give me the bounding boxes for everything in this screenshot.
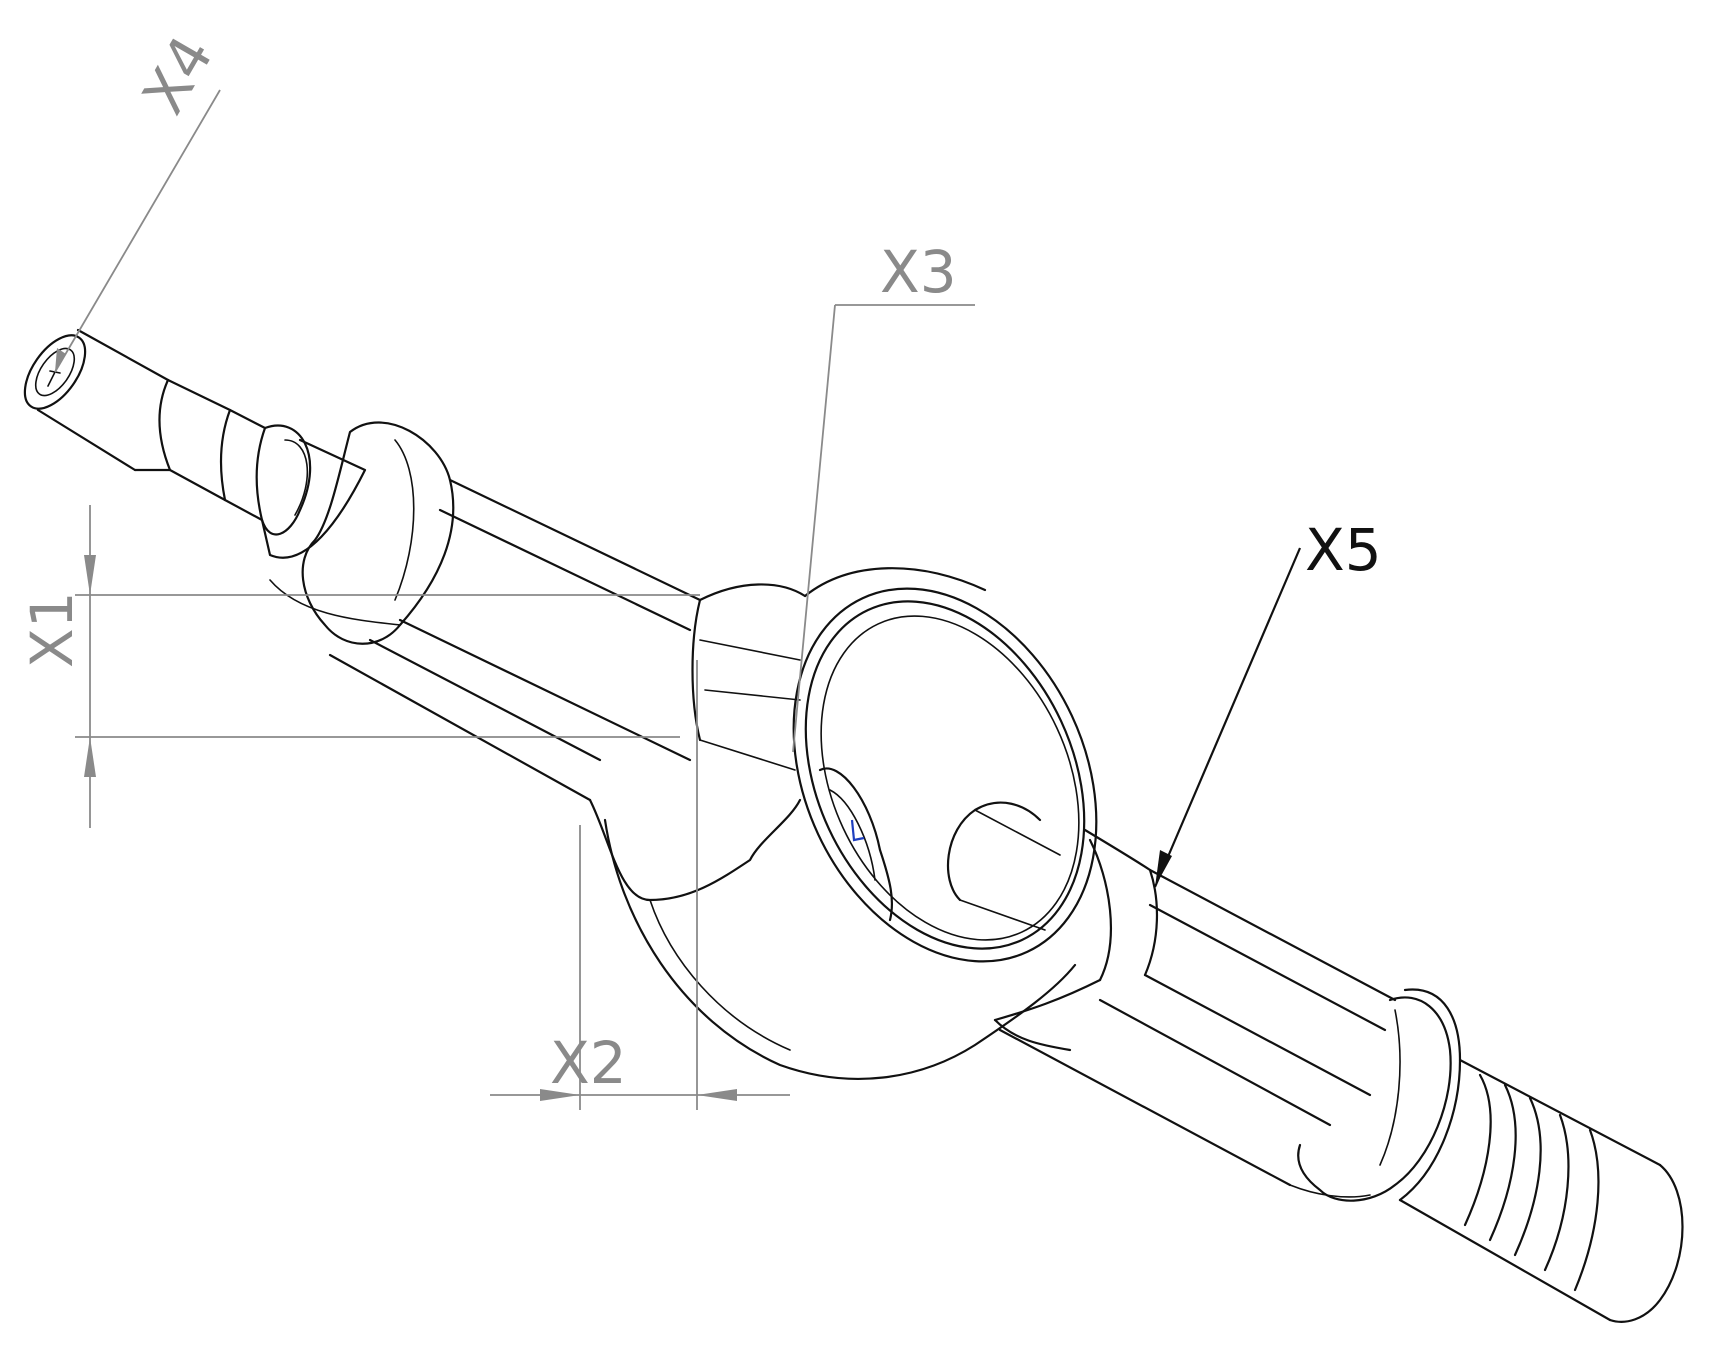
- hub-outer-ring: [792, 587, 1098, 963]
- right-body-mid-edge-2: [1098, 998, 1332, 1127]
- left-collar-face: [269, 579, 401, 626]
- hub-outer-body-right: [1088, 838, 1113, 982]
- dimension-x2: [490, 660, 790, 1110]
- left-body-top-edge: [448, 478, 702, 602]
- leader-x3: [792, 304, 975, 753]
- left-body-mid-edge-3: [398, 618, 692, 762]
- left-collar-inner: [394, 439, 415, 601]
- x1-arrow-top: [84, 555, 96, 595]
- left-body-mid-edge-1: [438, 508, 692, 632]
- hub-inner-ring-1: [804, 600, 1086, 950]
- cavity-left-wall-inner: [829, 789, 876, 881]
- x5-leader-line: [1153, 547, 1302, 888]
- hub-inner-ring-2: [820, 615, 1080, 941]
- hub-lower-inner: [649, 899, 791, 1051]
- label-x4: X4: [129, 25, 226, 125]
- hub-lower-sphere: [603, 818, 1077, 1080]
- left-neck-inner-2: [704, 689, 801, 701]
- x2-arrow-right: [697, 1089, 737, 1101]
- right-collar-face: [1289, 1184, 1371, 1198]
- right-shaft-step-2: [1488, 1083, 1517, 1242]
- right-neck-face: [1143, 868, 1159, 977]
- x2-arrow-left: [540, 1089, 580, 1101]
- left-neck-fillet-top: [698, 583, 807, 602]
- left-groove-inner: [284, 439, 309, 516]
- cavity-bore-edge-1: [974, 809, 1061, 856]
- cavity-left-wall: [818, 767, 894, 922]
- x4-leader-arrow: [55, 348, 66, 372]
- label-x1: X1: [18, 591, 86, 668]
- origin-marker: [850, 819, 865, 842]
- left-tip-step-1: [133, 378, 172, 472]
- part-outline: [23, 328, 1684, 1323]
- leader-x4: [54, 89, 221, 373]
- label-x5: X5: [1305, 516, 1382, 584]
- left-body-mid-edge-2: [368, 638, 602, 762]
- right-body-lower-fillet: [993, 1018, 1072, 1052]
- right-collar-inner: [1379, 1009, 1401, 1166]
- right-shaft-bottom: [1398, 1198, 1612, 1322]
- hub-outer-body-bottom: [993, 978, 1102, 1022]
- right-shaft-step-4: [1543, 1113, 1570, 1272]
- right-body-mid-edge-1: [1148, 903, 1387, 1032]
- right-collar-ring: [1297, 996, 1452, 1202]
- right-neck-top: [1083, 828, 1152, 872]
- label-x2: X2: [550, 1029, 627, 1097]
- right-shaft-step-1: [1463, 1073, 1492, 1227]
- right-body-top-edge: [1148, 868, 1397, 1002]
- left-neck-inner-1: [699, 639, 801, 661]
- left-shoulder: [260, 438, 367, 559]
- right-shaft-top: [1458, 1058, 1662, 1167]
- right-body-mid-edge-3: [1143, 973, 1372, 1097]
- dimension-x1: [75, 505, 700, 828]
- x4-leader-line: [54, 89, 221, 373]
- left-body-bottom-edge: [328, 653, 592, 802]
- left-tip-step-3: [223, 408, 267, 522]
- label-x3: X3: [880, 238, 957, 306]
- x3-leader-line: [792, 304, 836, 753]
- right-shaft-step-5: [1573, 1128, 1600, 1292]
- right-tip-end-face: [1608, 1163, 1684, 1323]
- left-tip-step-2: [166, 378, 232, 502]
- left-tip-shaft: [36, 328, 170, 472]
- right-collar-ring-outer: [1398, 988, 1462, 1202]
- x1-arrow-bottom: [84, 737, 96, 777]
- x5-leader-arrow: [1155, 850, 1172, 887]
- cavity-bore-boss: [946, 801, 1042, 902]
- left-collar-ring: [301, 421, 455, 645]
- right-shaft-step-3: [1513, 1096, 1542, 1257]
- left-tip-bore: [34, 347, 76, 397]
- left-groove-outer: [260, 424, 312, 536]
- right-body-bottom-edge: [998, 1028, 1292, 1187]
- leader-x5: [1153, 547, 1302, 888]
- left-tip-end-face: [23, 334, 87, 410]
- hub-outer-body-top: [803, 567, 987, 598]
- left-neck-inner-3: [699, 739, 796, 771]
- cavity-bore-edge-2: [959, 899, 1046, 931]
